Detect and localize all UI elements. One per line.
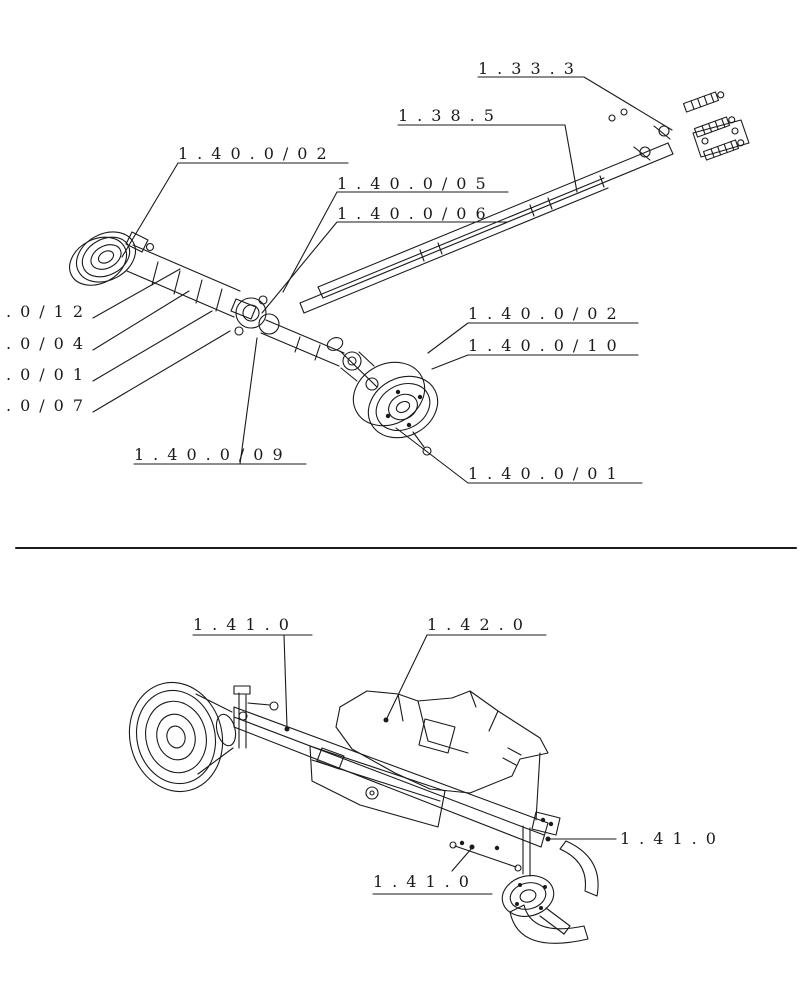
callout-top-1-38-5: 1.38.5	[398, 106, 503, 125]
callout-top-0-01: .0/01	[6, 365, 93, 384]
callout-top-1-40-0-02-right: 1.40.0/02	[468, 304, 626, 323]
rear-axle-artwork	[128, 681, 599, 944]
callout-bottom-1-41-0-left: 1.41.0	[193, 615, 298, 634]
callout-top-1-40-0-02-left: 1.40.0/02	[178, 144, 336, 163]
callout-top-0-07: .0/07	[6, 396, 93, 415]
callout-top-1-40-0-01: 1.40.0/01	[468, 464, 626, 483]
leader-lines-top	[92, 76, 673, 484]
callout-top-0-04: .0/04	[6, 334, 93, 353]
callout-top-1-33-3: 1.33.3	[478, 59, 583, 78]
callout-bottom-1-41-0-lower: 1.41.0	[373, 872, 478, 891]
callout-top-1-40-0-10: 1.40.0/10	[468, 336, 626, 355]
callout-bottom-1-41-0-right: 1.41.0	[620, 829, 725, 848]
callout-top-1-40-0-09: 1.40.0/09	[134, 445, 292, 464]
front-axle-artwork	[69, 231, 439, 456]
callout-top-1-40-0-05: 1.40.0/05	[337, 174, 495, 193]
callout-bottom-1-42-0: 1.42.0	[427, 615, 532, 634]
leader-lines-bottom	[192, 634, 617, 895]
driveline-artwork	[299, 91, 750, 314]
callout-top-0-12: .0/12	[6, 302, 93, 321]
callout-top-1-40-0-06: 1.40.0/06	[337, 204, 495, 223]
